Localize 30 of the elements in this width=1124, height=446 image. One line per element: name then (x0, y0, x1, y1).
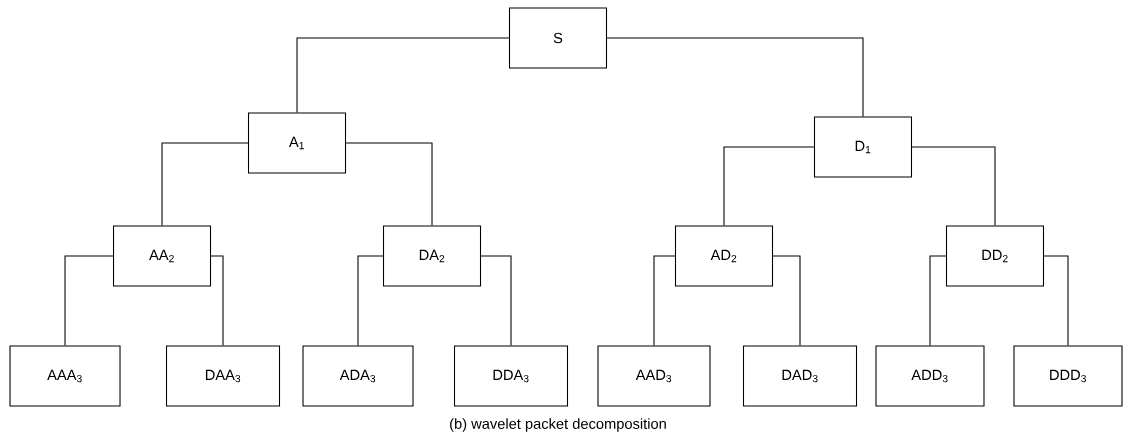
connector-line (1043, 255, 1069, 346)
connector-line (772, 255, 801, 346)
tree-node-box: ADA$_{3}$ (302, 345, 414, 407)
tree-node-box: S (508, 7, 608, 69)
tree-node-box: DDD$_{3}$ (1013, 345, 1123, 407)
tree-node-box: DAD$_{3}$ (742, 345, 858, 407)
tree-node-box: AA$_{2}$ (113, 225, 212, 287)
tree-node-box: AAA$_{3}$ (9, 345, 121, 407)
connector-line (296, 37, 510, 113)
tree-node-box: AAD$_{3}$ (597, 345, 711, 407)
connector-line (929, 255, 947, 346)
caption: (b) wavelet packet decomposition (450, 418, 666, 432)
tree-node-box: D$_{1}$ (813, 116, 913, 178)
connector-line (357, 255, 384, 346)
connector-line (606, 37, 864, 117)
connector-line (64, 255, 114, 346)
tree-node-box: DA$_{2}$ (382, 225, 482, 287)
connector-line (653, 255, 676, 346)
tree-node-box: AD$_{2}$ (674, 225, 774, 287)
tree-node-box: DDA$_{3}$ (453, 345, 569, 407)
connector-line (480, 255, 512, 346)
connector-line (911, 146, 996, 226)
connector-line (161, 142, 249, 226)
tree-node-box: DAA$_{3}$ (166, 345, 281, 407)
tree-node-box: A$_{1}$ (247, 112, 347, 174)
connector-line (723, 146, 815, 226)
connector-line (210, 255, 224, 346)
tree-node-box: ADD$_{3}$ (875, 345, 985, 407)
connector-line (345, 142, 433, 226)
tree-node-box: DD$_{2}$ (945, 225, 1045, 287)
